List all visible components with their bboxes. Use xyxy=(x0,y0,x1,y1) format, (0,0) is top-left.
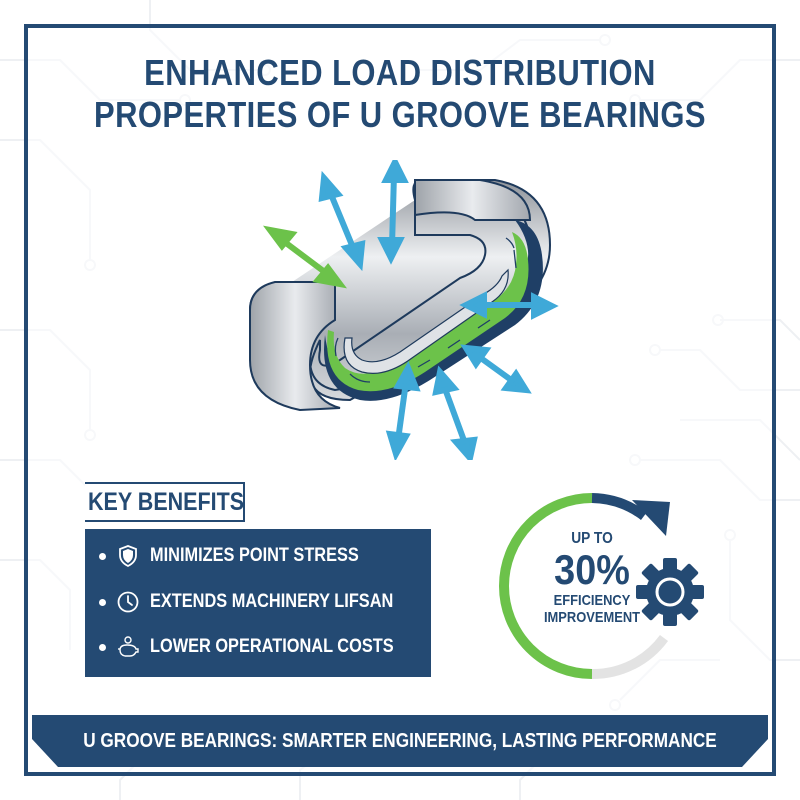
gear-icon xyxy=(636,558,704,626)
bullet-icon xyxy=(99,598,106,606)
key-benefits-heading: KEY BENEFITS xyxy=(88,488,245,516)
benefit-item: MINIMIZES POINT STRESS xyxy=(99,541,393,571)
efficiency-label-1: EFFICIENCY xyxy=(553,592,631,609)
footer-banner xyxy=(32,715,768,767)
efficiency-gauge xyxy=(499,493,704,680)
efficiency-text: UP TO 30% EFFICIENCY IMPROVEMENT xyxy=(522,530,662,626)
footer-tagline: U GROOVE BEARINGS: SMARTER ENGINEERING, … xyxy=(83,730,717,752)
key-benefits-panel: MINIMIZES POINT STRESS EXTENDS MACHINERY… xyxy=(85,529,431,677)
benefit-label: MINIMIZES POINT STRESS xyxy=(150,545,359,566)
benefit-label: EXTENDS MACHINERY LIFSAN xyxy=(150,591,394,612)
key-benefits-heading-box xyxy=(85,482,245,522)
bearing-illustration xyxy=(249,160,559,460)
bearing-body xyxy=(249,179,552,412)
arrow-head-icon xyxy=(632,500,670,536)
clock-icon xyxy=(117,591,139,613)
efficiency-label-2: IMPROVEMENT xyxy=(543,609,641,626)
benefit-item: EXTENDS MACHINERY LIFSAN xyxy=(99,587,433,617)
bullet-icon xyxy=(99,643,106,651)
efficiency-prefix: UP TO xyxy=(571,530,613,547)
bullet-icon xyxy=(99,552,106,560)
page-title: ENHANCED LOAD DISTRIBUTION PROPERTIES OF… xyxy=(56,52,744,136)
title-line-2: PROPERTIES OF U GROOVE BEARINGS xyxy=(94,94,706,135)
force-arrows xyxy=(263,160,559,460)
piggy-bank-icon xyxy=(118,636,139,657)
title-line-1: ENHANCED LOAD DISTRIBUTION xyxy=(144,52,656,93)
shield-icon xyxy=(119,545,137,568)
efficiency-value: 30% xyxy=(554,546,630,593)
benefit-item: LOWER OPERATIONAL COSTS xyxy=(99,632,433,662)
benefit-label: LOWER OPERATIONAL COSTS xyxy=(150,636,394,657)
